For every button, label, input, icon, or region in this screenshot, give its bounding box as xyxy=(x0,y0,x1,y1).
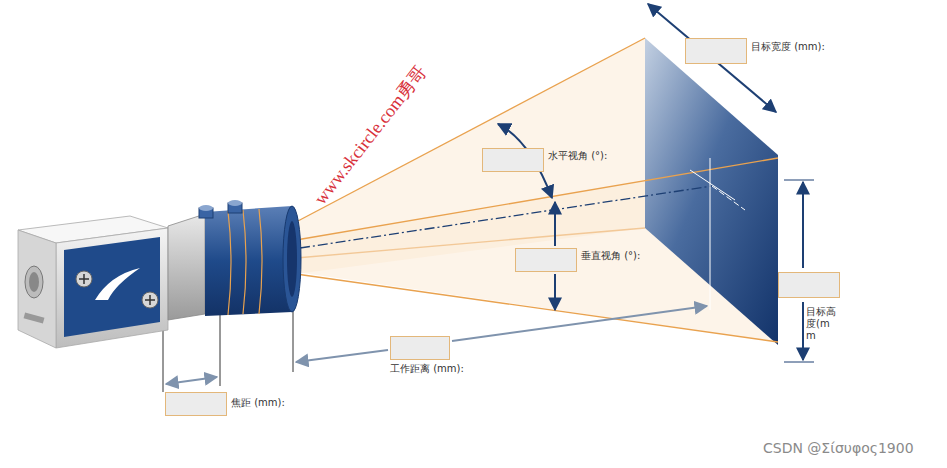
field-label: 工作距离 (mm): xyxy=(390,363,464,375)
target-plane xyxy=(645,38,778,345)
field-label: 水平视角 (°): xyxy=(548,150,607,162)
input-box xyxy=(482,148,544,172)
watermark: www.skcircle.com勇哥 xyxy=(309,61,432,210)
lens xyxy=(168,200,301,320)
credit: CSDN @Σίσυφος1900 xyxy=(763,440,914,456)
input-box xyxy=(778,272,840,298)
width-field: 目标宽度 (mm): xyxy=(685,38,747,64)
distance-field: 工作距离 (mm): xyxy=(390,336,450,360)
h-angle-field: 水平视角 (°): xyxy=(482,148,544,172)
field-label: 垂直视角 (°): xyxy=(581,250,640,262)
field-label: 焦距 (mm): xyxy=(231,397,285,409)
v-angle-field: 垂直视角 (°): xyxy=(515,248,577,272)
input-box xyxy=(685,38,747,64)
input-box xyxy=(390,336,450,360)
input-box xyxy=(515,248,577,272)
input-box xyxy=(165,392,227,416)
field-label: 目标宽度 (mm): xyxy=(751,41,825,53)
field-label: 目标高度(mm xyxy=(806,306,838,342)
camera-body xyxy=(18,216,168,348)
focal-field: 焦距 (mm): xyxy=(165,392,227,416)
height-field: 目标高度(mm xyxy=(778,272,840,298)
